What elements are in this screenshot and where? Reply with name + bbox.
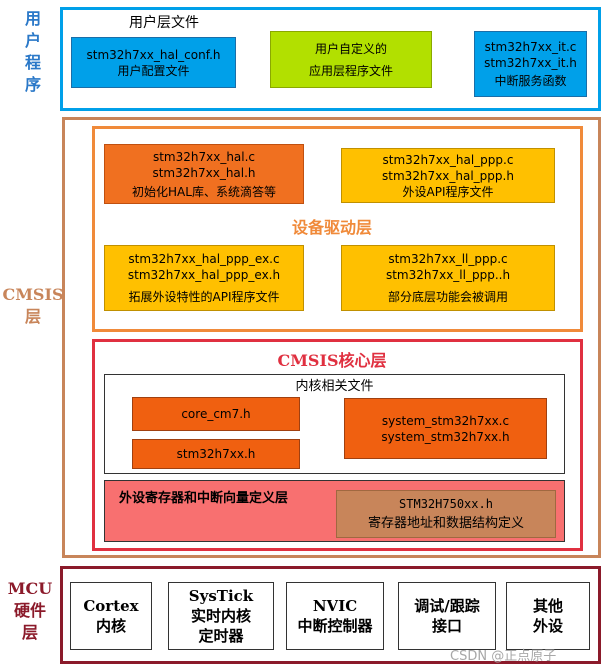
user-layer-label: 用户 程序 <box>24 9 41 94</box>
cmsis-core-title: CMSIS核心层 <box>277 351 387 370</box>
cmsis-core-frame <box>92 339 583 551</box>
hal-ppp-ex-box[interactable]: stm32h7xx_hal_ppp_ex.c stm32h7xx_hal_ppp… <box>104 245 304 311</box>
cmsis-layer-frame <box>62 117 601 558</box>
ll-ppp-box[interactable]: stm32h7xx_ll_ppp.c stm32h7xx_ll_ppp..h 部… <box>341 245 555 311</box>
cmsis-layer-label: CMSIS 层 <box>2 285 64 326</box>
user-layer-title: 用户层文件 <box>129 15 199 31</box>
hal-conf-box[interactable]: stm32h7xx_hal_conf.h 用户配置文件 <box>71 37 236 88</box>
systick-timer-box[interactable]: SysTick 实时内核 定时器 <box>168 582 274 650</box>
peripheral-register-title: 外设寄存器和中断向量定义层 <box>119 491 289 506</box>
cortex-core-box[interactable]: Cortex 内核 <box>70 582 152 650</box>
driver-layer-title: 设备驱动层 <box>291 218 372 237</box>
stm32h7xx-box[interactable]: stm32h7xx.h <box>132 439 300 469</box>
debug-trace-box[interactable]: 调试/跟踪 接口 <box>398 582 496 650</box>
user-layer-frame: 用户层文件 <box>60 7 601 111</box>
watermark: CSDN @正点原子 <box>450 649 557 664</box>
driver-layer-frame <box>92 126 583 332</box>
mcu-layer-label: MCU 硬件 层 <box>7 579 53 642</box>
nvic-box[interactable]: NVIC 中断控制器 <box>286 582 384 650</box>
other-peripherals-box[interactable]: 其他 外设 <box>506 582 590 650</box>
hal-ppp-box[interactable]: stm32h7xx_hal_ppp.c stm32h7xx_hal_ppp.h … <box>341 148 555 203</box>
kernel-files-title: 内核相关文件 <box>295 379 374 394</box>
hal-core-box[interactable]: stm32h7xx_hal.c stm32h7xx_hal.h 初始化HAL库、… <box>104 144 304 204</box>
kernel-files-frame: 内核相关文件 <box>104 374 565 474</box>
system-stm32h7xx-box[interactable]: system_stm32h7xx.c system_stm32h7xx.h <box>344 398 547 459</box>
stm32h750xx-box[interactable]: STM32H750xx.h 寄存器地址和数据结构定义 <box>336 490 556 538</box>
user-app-box[interactable]: 用户自定义的 应用层程序文件 <box>270 31 432 88</box>
mcu-layer-frame <box>60 566 601 664</box>
interrupt-service-box[interactable]: stm32h7xx_it.c stm32h7xx_it.h 中断服务函数 <box>474 31 587 97</box>
core-cm7-box[interactable]: core_cm7.h <box>132 397 300 431</box>
